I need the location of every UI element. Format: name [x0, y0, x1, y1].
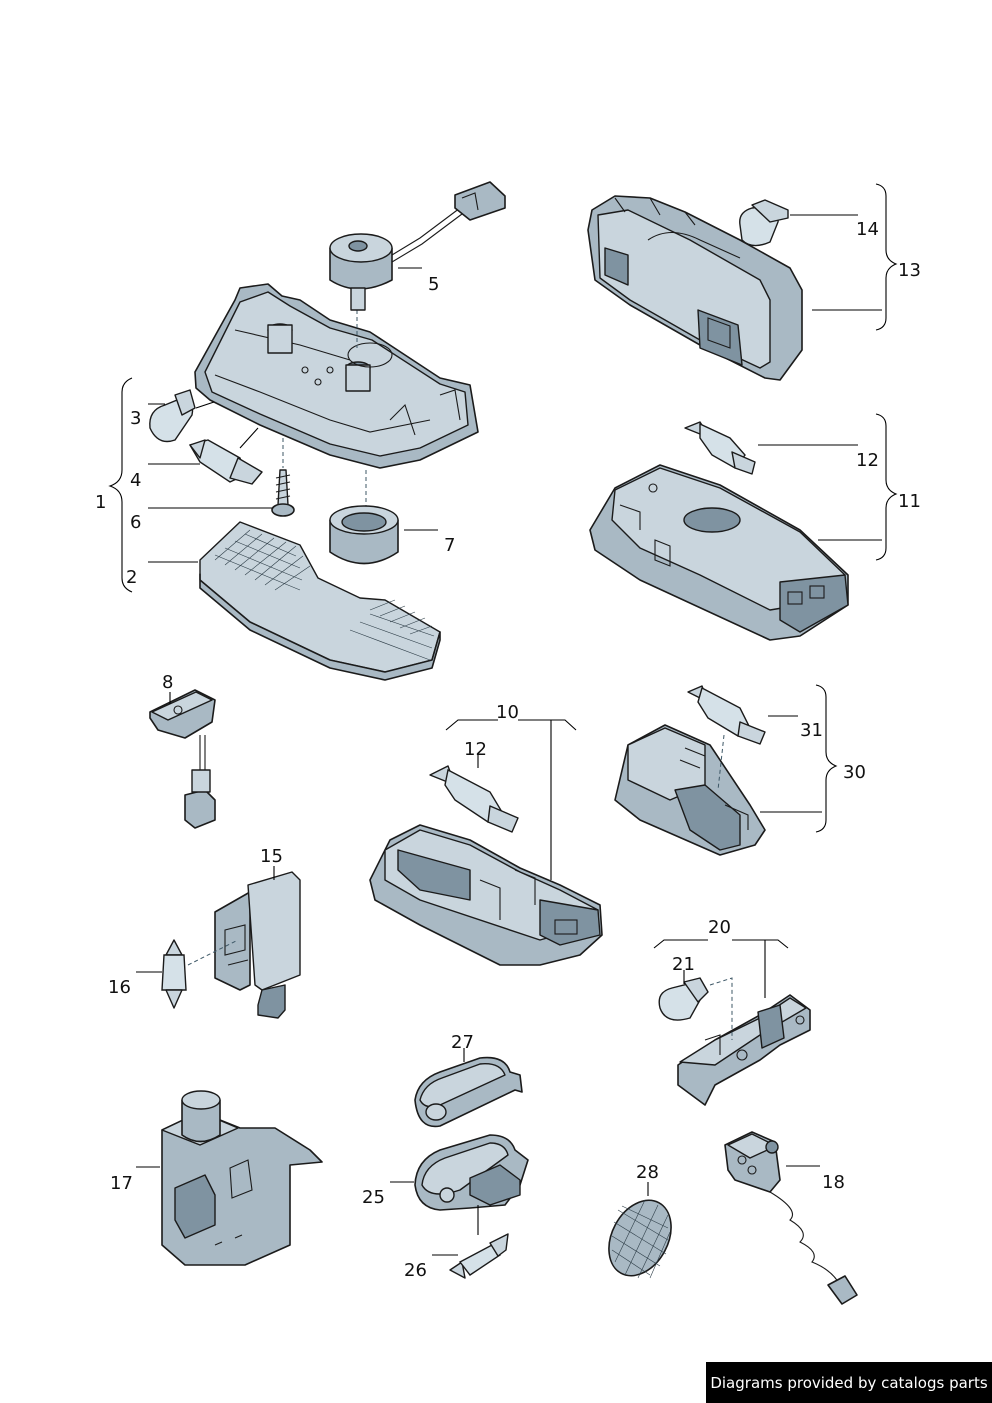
callout-1: 1 [95, 492, 106, 513]
callout-17: 17 [110, 1173, 133, 1194]
part-bulb-3 [149, 389, 196, 443]
callout-30: 30 [843, 762, 866, 783]
part-screw-6 [271, 438, 295, 517]
callout-6: 6 [130, 512, 141, 533]
callout-26: 26 [404, 1260, 427, 1281]
callout-7: 7 [444, 535, 455, 556]
callout-28: 28 [636, 1162, 659, 1183]
part-lamp-20 [677, 994, 811, 1106]
part-lens-28 [608, 1199, 672, 1279]
part-switch-17 [161, 1090, 323, 1266]
callout-13: 13 [898, 260, 921, 281]
part-lamp-30 [614, 724, 766, 856]
part-lens-2 [199, 521, 441, 681]
callout-25: 25 [362, 1187, 385, 1208]
part-bulb-16 [161, 939, 187, 1009]
callout-16: 16 [108, 977, 131, 998]
callout-27: 27 [451, 1032, 474, 1053]
callout-31: 31 [800, 720, 823, 741]
part-bulb-31 [687, 685, 766, 745]
callout-11: 11 [898, 491, 921, 512]
callout-18: 18 [822, 1172, 845, 1193]
part-cover-27 [414, 1056, 523, 1128]
callout-12-center: 12 [464, 739, 487, 760]
part-cup-7 [329, 505, 399, 565]
callout-5: 5 [428, 274, 439, 295]
part-sensor-5 [329, 181, 506, 311]
callout-14: 14 [856, 219, 879, 240]
callout-2: 2 [126, 567, 137, 588]
callout-8: 8 [162, 672, 173, 693]
callout-10: 10 [496, 702, 519, 723]
part-bulb-4 [188, 439, 263, 485]
part-switch-8 [149, 689, 216, 829]
part-bulb-14 [739, 199, 789, 247]
part-switch-18 [724, 1131, 858, 1305]
part-bulb-21 [658, 977, 709, 1021]
part-light-unit-13 [587, 195, 803, 381]
callout-20: 20 [708, 917, 731, 938]
callout-4: 4 [130, 470, 141, 491]
footer-credit: Diagrams provided by catalogs parts [706, 1362, 992, 1403]
part-light-unit-11 [589, 464, 849, 641]
callout-3: 3 [130, 408, 141, 429]
part-housing-1 [194, 283, 479, 469]
part-lamp-25 [414, 1134, 529, 1211]
part-lamp-housing-10 [369, 824, 603, 966]
callout-12-top: 12 [856, 450, 879, 471]
part-bulb-26 [449, 1233, 509, 1279]
callout-15: 15 [260, 846, 283, 867]
part-bulb-12-top [684, 421, 756, 475]
part-bulb-12-center [429, 765, 519, 833]
part-lamp-15 [214, 871, 301, 1019]
callout-21: 21 [672, 954, 695, 975]
